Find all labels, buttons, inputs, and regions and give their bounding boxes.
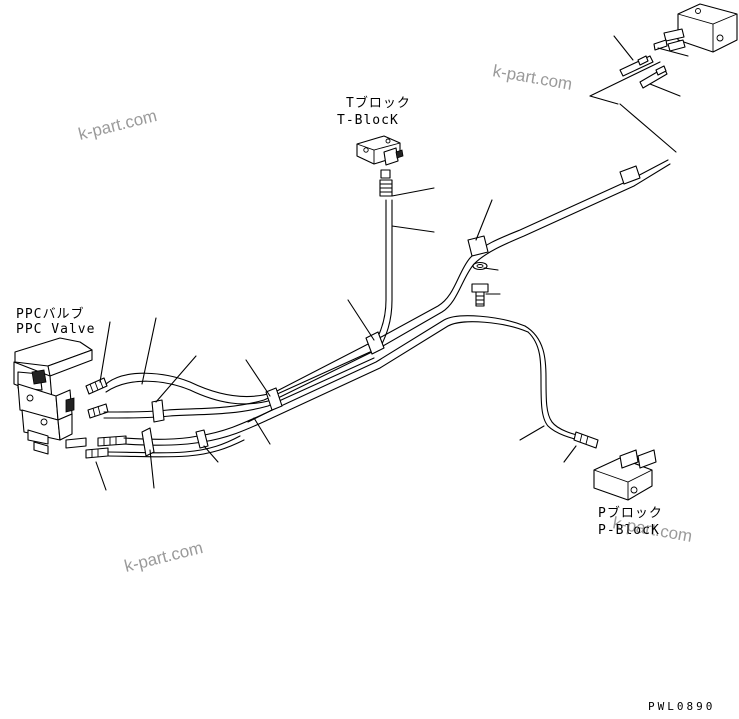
t-block-label-jp: Tブロック — [346, 95, 411, 111]
upper-fittings — [619, 55, 668, 89]
leader-lines — [95, 187, 577, 491]
p-block-label-en: P-BlocK — [598, 523, 660, 538]
drawing-code: PWL0890 — [648, 700, 715, 713]
clamp-bolt — [471, 261, 489, 307]
p-block-fitting — [573, 431, 599, 449]
hose-clamps — [141, 165, 641, 457]
watermark: k-part.com — [76, 106, 159, 144]
t-block-label-en: T-BlocK — [337, 113, 399, 128]
ppc-valve-label-en: PPC Valve — [16, 322, 95, 337]
hose-bundle — [103, 159, 671, 458]
p-block-label-jp: Pブロック — [598, 505, 663, 521]
ppc-valve-label-jp: PPCバルブ — [16, 306, 84, 322]
t-block — [356, 135, 404, 197]
p-block — [593, 449, 657, 501]
ppc-valve — [13, 337, 93, 455]
leader-lines-top — [589, 35, 689, 153]
upper-valve-block — [653, 3, 738, 53]
watermark: k-part.com — [122, 538, 205, 576]
watermark: k-part.com — [491, 61, 573, 94]
